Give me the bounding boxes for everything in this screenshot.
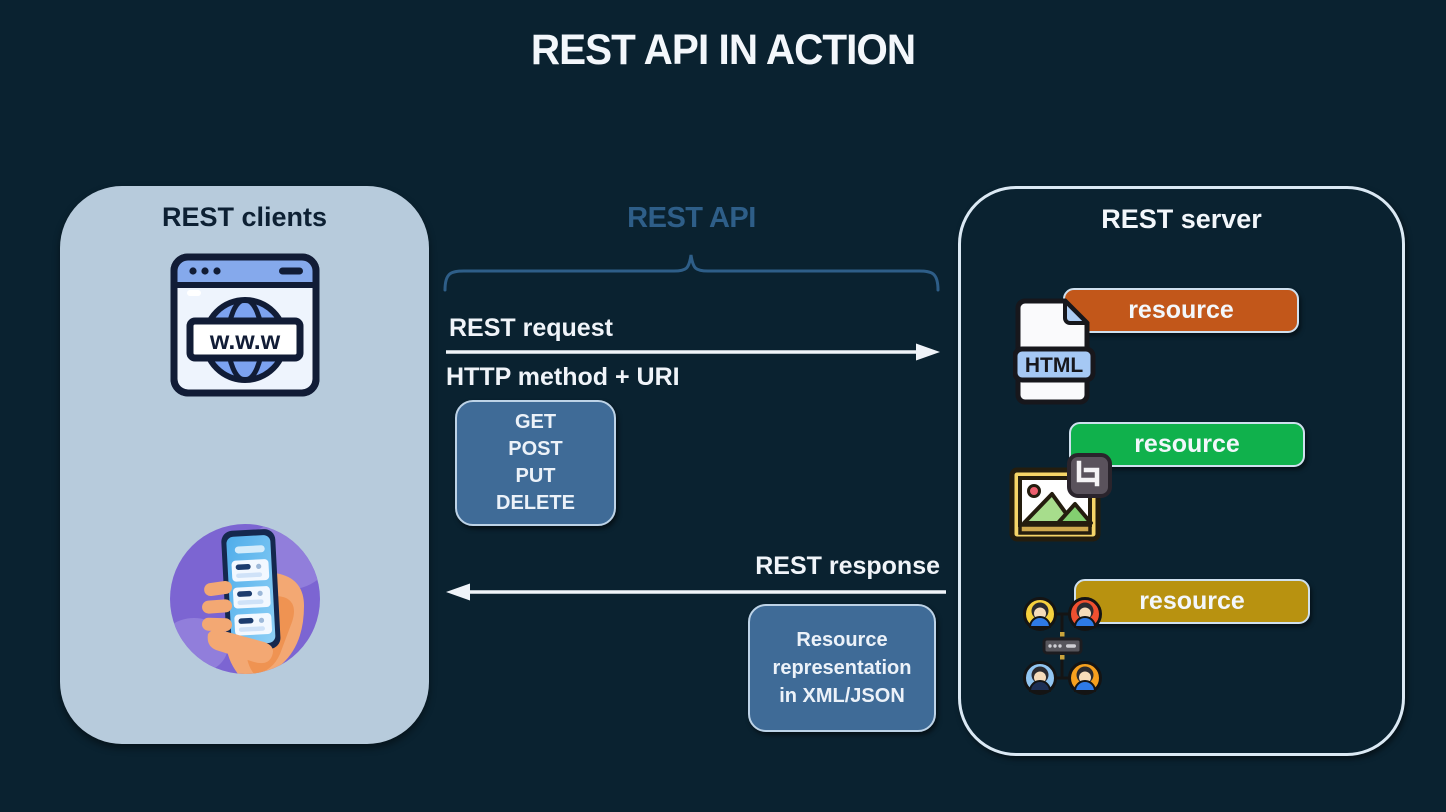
avatar-yellow [1023,597,1057,631]
method-put: PUT [515,465,556,487]
server-panel: REST server resource resource resource H… [958,186,1405,756]
response-label: REST response [755,552,940,580]
clients-panel: REST clients w.w.w [60,186,429,744]
method-delete: DELETE [496,492,575,514]
avatar-blue [1023,661,1057,695]
server-panel-title: REST server [1101,204,1262,234]
avatar-orange [1068,661,1102,695]
request-arrow-icon [446,341,940,363]
image-icon [1009,453,1115,543]
resource-badge-html: resource [1063,288,1299,333]
api-brace [443,248,940,292]
response-box-line2: representation [772,657,912,679]
resource-badge-label: resource [1128,296,1234,324]
resource-badge-label: resource [1139,587,1245,615]
request-label: REST request [449,314,613,342]
users-network-icon [1015,589,1109,701]
clients-panel-title: REST clients [161,202,328,232]
resource-badge-label: resource [1134,430,1240,458]
method-post: POST [508,438,563,460]
rest-api-label: REST API [627,202,756,234]
response-box-line3: in XML/JSON [779,685,905,707]
page-title: REST API IN ACTION [530,26,916,74]
resource-badge-users: resource [1074,579,1310,624]
response-arrow-icon [446,581,946,603]
html-icon-text: HTML [1025,354,1083,377]
request-sublabel: HTTP method + URI [446,363,680,391]
phone-in-hand-icon [168,522,322,676]
response-representation-box: Resource representation in XML/JSON [748,604,936,732]
html-file-icon: HTML [1012,297,1099,405]
www-badge-text: w.w.w [208,327,280,355]
avatar-red [1068,597,1102,631]
response-box-line1: Resource [796,629,888,651]
method-get: GET [514,411,557,433]
http-methods-box: GET POST PUT DELETE [455,400,616,526]
www-browser-icon: w.w.w [169,252,321,398]
